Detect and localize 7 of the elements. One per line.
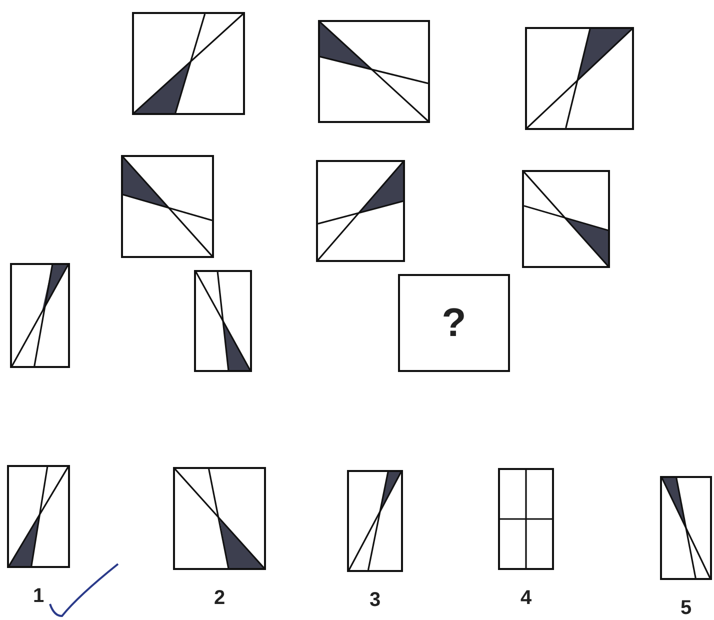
question-box: [398, 274, 510, 372]
option-number: 2: [212, 588, 226, 608]
question-mark: ?: [442, 303, 466, 343]
option-number: 1: [32, 586, 46, 606]
option-number: 4: [519, 588, 533, 608]
option-number: 5: [679, 598, 693, 618]
option-number: 3: [368, 590, 382, 610]
